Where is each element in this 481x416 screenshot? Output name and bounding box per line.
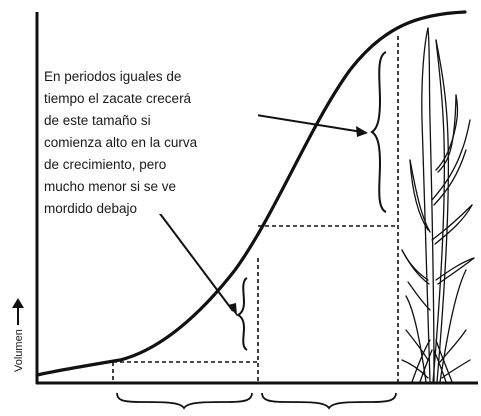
guide-lines [112, 36, 399, 383]
annotation-line-4: comienza alto en la curva [44, 135, 198, 150]
annotation-line-2: tiempo el zacate crecerá [44, 91, 192, 106]
annotation-line-6: mucho menor si se ve [44, 179, 176, 194]
time-interval-braces [116, 392, 397, 410]
small-brace [235, 277, 248, 351]
growth-curve [35, 10, 467, 377]
axes [35, 12, 478, 385]
annotation-line-3: de este tamaño si [44, 113, 151, 128]
time-brace-2 [261, 392, 397, 410]
annotation-line-5: de crecimiento, pero [44, 157, 166, 172]
arrow-up-icon [12, 298, 24, 325]
large-brace [370, 51, 387, 213]
y-axis-label-group: Volumen [12, 298, 25, 372]
grass-plant-icon [401, 27, 475, 383]
annotation-line-1: En periodos iguales de [44, 69, 181, 84]
annotation-text: En periodos iguales de tiempo el zacate … [40, 64, 258, 216]
time-brace-1 [116, 392, 253, 410]
annotation-arrows [154, 111, 368, 316]
annotation-line-7: mordido debajo [44, 201, 137, 216]
annotation-background [40, 64, 258, 214]
y-axis-label: Volumen [13, 329, 25, 372]
